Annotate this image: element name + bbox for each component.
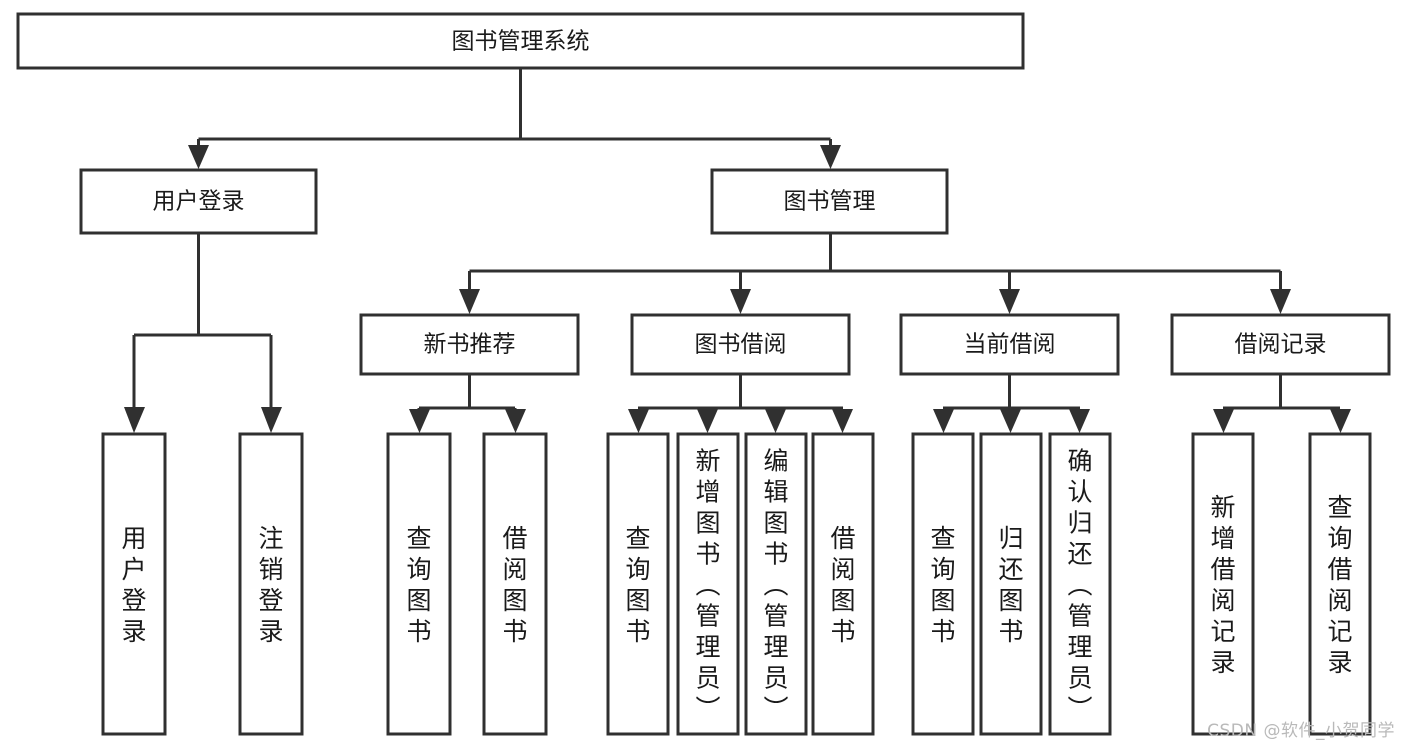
node-new-book-recommend-box[interactable] [359, 313, 580, 376]
node-leaf-query-book-recommend[interactable]: 查询图书 [386, 432, 452, 736]
node-leaf-query-book-recommend-box[interactable] [386, 432, 452, 736]
arrow-head-new-book-recommend [459, 289, 480, 314]
node-book-borrow[interactable]: 图书借阅 [630, 313, 851, 376]
arrow-head-leaf-user-logout [261, 407, 282, 433]
node-user-login-box[interactable] [79, 168, 318, 235]
node-book-borrow-label: 图书借阅 [695, 332, 787, 358]
arrow-head-leaf-query-book-current [933, 409, 954, 433]
node-leaf-query-book-current[interactable]: 查询图书 [911, 432, 975, 736]
node-user-login[interactable]: 用户登录 [79, 168, 318, 235]
node-leaf-confirm-return-label: 确认归还︵管理员︶ [1067, 446, 1092, 723]
node-leaf-user-login-label: 用户登录 [121, 524, 146, 646]
node-new-book-recommend[interactable]: 新书推荐 [359, 313, 580, 376]
arrow-head-leaf-borrow-book-recommend [505, 409, 526, 433]
node-current-borrow[interactable]: 当前借阅 [899, 313, 1120, 376]
arrow-head-current-borrow [999, 289, 1020, 314]
arrow-head-book-management [820, 145, 841, 169]
arrow-head-leaf-add-book [697, 409, 718, 433]
node-leaf-confirm-return-box[interactable] [1048, 432, 1112, 736]
node-leaf-edit-book[interactable]: 编辑图书︵管理员︶ [744, 432, 808, 736]
arrow-head-leaf-user-login [124, 407, 145, 433]
node-leaf-borrow-book-label: 借阅图书 [830, 524, 855, 646]
node-leaf-query-book-current-box[interactable] [911, 432, 975, 736]
node-user-login-label: 用户登录 [153, 189, 245, 215]
node-root[interactable]: 图书管理系统 [16, 12, 1025, 70]
arrow-head-leaf-confirm-return [1069, 409, 1090, 433]
node-leaf-borrow-book-recommend-box[interactable] [482, 432, 548, 736]
node-leaf-borrow-book-recommend-label: 借阅图书 [502, 524, 527, 646]
node-root-label: 图书管理系统 [452, 29, 590, 55]
node-leaf-edit-book-box[interactable] [744, 432, 808, 736]
node-leaf-return-book-label: 归还图书 [998, 524, 1023, 646]
arrow-head-leaf-query-book-borrow [628, 409, 649, 433]
arrow-head-leaf-query-book-recommend [409, 409, 430, 433]
node-leaf-return-book-box[interactable] [979, 432, 1043, 736]
node-new-book-recommend-label: 新书推荐 [424, 332, 516, 358]
node-leaf-borrow-book-recommend[interactable]: 借阅图书 [482, 432, 548, 736]
arrow-head-book-borrow [730, 289, 751, 314]
node-leaf-borrow-book-box[interactable] [811, 432, 875, 736]
leaf-nodes-layer: 用户登录 注销登录 查询图书 借阅图书 查询图书 新增图书︵管理员︶ [101, 432, 1372, 736]
node-leaf-confirm-return[interactable]: 确认归还︵管理员︶ [1048, 432, 1112, 736]
node-current-borrow-box[interactable] [899, 313, 1120, 376]
node-leaf-query-book-borrow-label: 查询图书 [625, 524, 650, 646]
node-leaf-edit-book-label: 编辑图书︵管理员︶ [763, 446, 788, 723]
arrow-head-leaf-query-borrow-record [1330, 409, 1351, 433]
node-book-management-label: 图书管理 [784, 189, 876, 215]
node-leaf-add-borrow-record[interactable]: 新增借阅记录 [1191, 432, 1255, 736]
node-leaf-add-borrow-record-box[interactable] [1191, 432, 1255, 736]
node-leaf-query-borrow-record-box[interactable] [1308, 432, 1372, 736]
node-leaf-query-book-borrow-box[interactable] [606, 432, 670, 736]
node-root-box[interactable] [16, 12, 1025, 70]
node-leaf-user-logout-label: 注销登录 [258, 524, 283, 646]
arrow-head-leaf-add-borrow-record [1213, 409, 1234, 433]
node-leaf-add-borrow-record-label: 新增借阅记录 [1210, 493, 1235, 677]
arrow-head-leaf-return-book [1000, 409, 1021, 433]
node-leaf-borrow-book[interactable]: 借阅图书 [811, 432, 875, 736]
node-leaf-user-login[interactable]: 用户登录 [101, 432, 167, 736]
node-leaf-query-borrow-record[interactable]: 查询借阅记录 [1308, 432, 1372, 736]
node-book-management[interactable]: 图书管理 [710, 168, 949, 235]
node-leaf-query-book-borrow[interactable]: 查询图书 [606, 432, 670, 736]
node-leaf-user-logout[interactable]: 注销登录 [238, 432, 304, 736]
node-leaf-add-book-label: 新增图书︵管理员︶ [695, 446, 720, 723]
node-leaf-user-logout-box[interactable] [238, 432, 304, 736]
node-leaf-query-book-recommend-label: 查询图书 [406, 524, 431, 646]
node-book-borrow-box[interactable] [630, 313, 851, 376]
node-borrow-record-box[interactable] [1170, 313, 1391, 376]
node-leaf-query-book-current-label: 查询图书 [930, 524, 955, 646]
node-leaf-add-book-box[interactable] [676, 432, 740, 736]
node-book-management-box[interactable] [710, 168, 949, 235]
arrow-head-user-login [188, 145, 209, 169]
node-leaf-user-login-box[interactable] [101, 432, 167, 736]
node-borrow-record-label: 借阅记录 [1235, 332, 1327, 358]
arrow-head-leaf-borrow-book [832, 409, 853, 433]
node-leaf-return-book[interactable]: 归还图书 [979, 432, 1043, 736]
node-leaf-add-book[interactable]: 新增图书︵管理员︶ [676, 432, 740, 736]
connector-layer [124, 68, 1351, 433]
arrow-head-leaf-edit-book [765, 409, 786, 433]
node-borrow-record[interactable]: 借阅记录 [1170, 313, 1391, 376]
arrow-head-borrow-record [1270, 289, 1291, 314]
node-leaf-query-borrow-record-label: 查询借阅记录 [1327, 493, 1352, 677]
node-current-borrow-label: 当前借阅 [964, 332, 1056, 358]
